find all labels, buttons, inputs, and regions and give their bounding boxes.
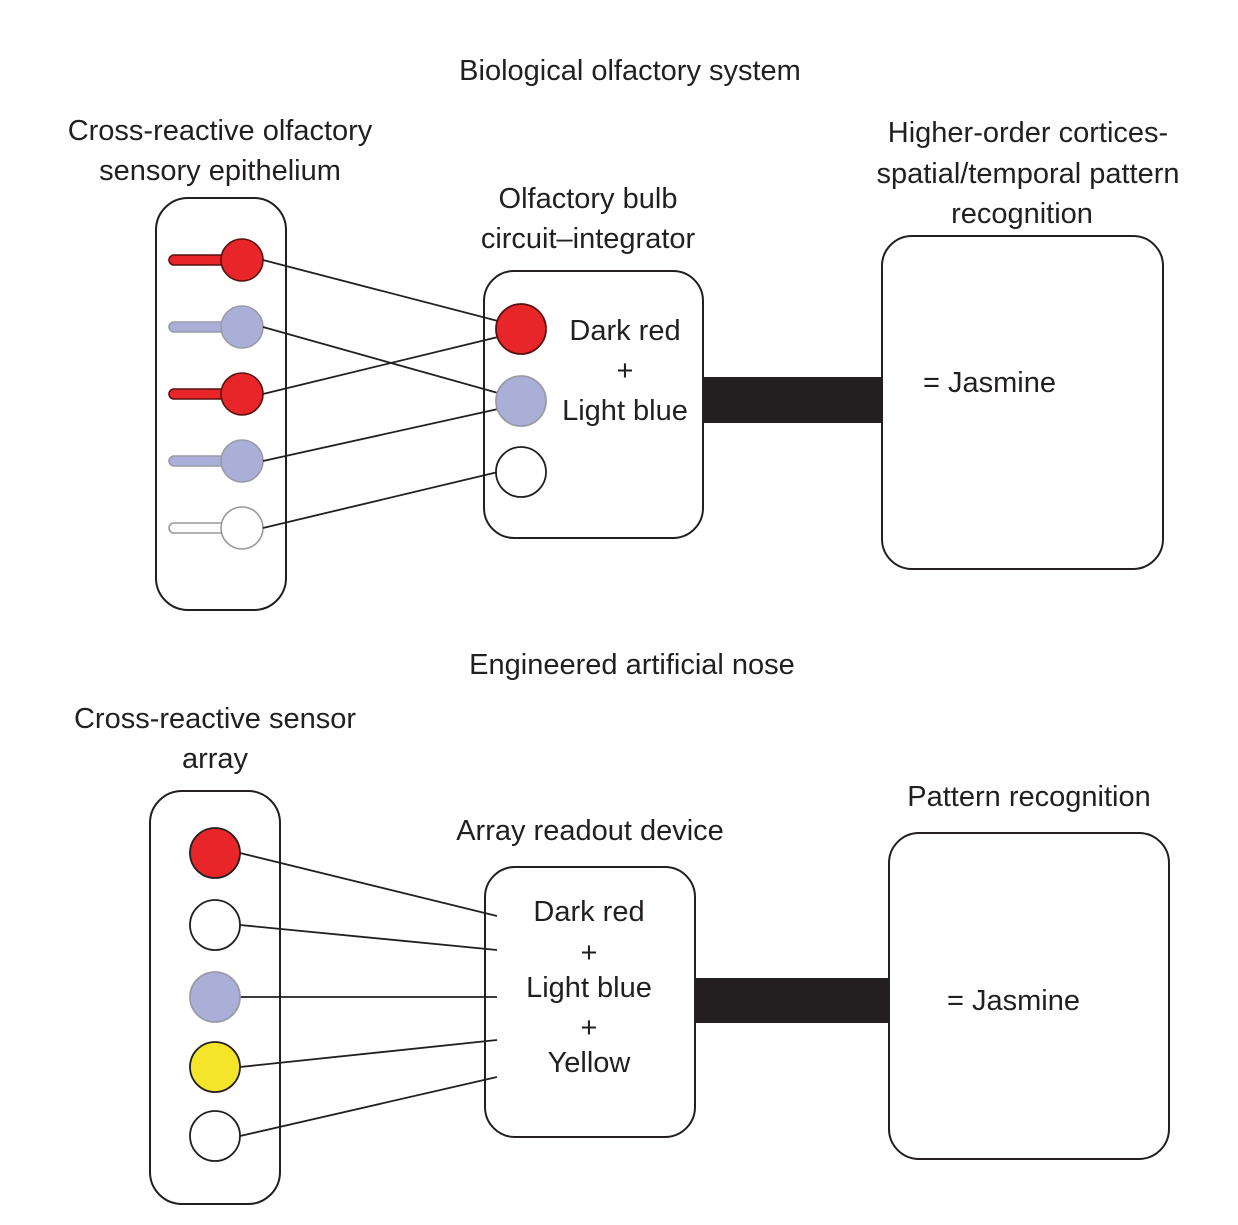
receptor-light-blue bbox=[168, 439, 264, 483]
sensor-to-readout-wire bbox=[239, 1039, 498, 1068]
receptor-head bbox=[220, 372, 264, 416]
receptor-to-glomerulus-wire bbox=[262, 408, 499, 462]
readout-text-line2: + bbox=[581, 937, 598, 969]
epithelium-box bbox=[155, 197, 287, 611]
bulb-label-line2: circuit–integrator bbox=[481, 223, 696, 255]
glomerulus-white bbox=[495, 446, 547, 498]
sensor-light-blue bbox=[189, 971, 241, 1023]
glomeruli-group bbox=[495, 303, 547, 498]
bulb-text-line3: Light blue bbox=[562, 395, 688, 427]
receptor-head bbox=[220, 238, 264, 282]
cortex-label-line2: spatial/temporal pattern bbox=[876, 158, 1179, 190]
cortex-label-line1: Higher-order cortices- bbox=[888, 117, 1168, 149]
sensor-group bbox=[189, 827, 241, 1162]
receptor-dark-red bbox=[168, 372, 264, 416]
epithelium-label-line2: sensory epithelium bbox=[99, 155, 341, 187]
readout-text-line4: + bbox=[581, 1012, 598, 1044]
bulb-text-line1: Dark red bbox=[569, 315, 680, 347]
cortex-label-line3: recognition bbox=[951, 198, 1093, 230]
cortex-box bbox=[881, 235, 1164, 570]
epithelium-label-line1: Cross-reactive olfactory bbox=[68, 115, 373, 147]
receptor-to-glomerulus-wire bbox=[262, 336, 499, 395]
receptor-to-glomerulus-wire bbox=[262, 326, 499, 394]
bulb-label-line1: Olfactory bulb bbox=[499, 183, 678, 215]
array-label-line2: array bbox=[182, 743, 249, 775]
eng-title: Engineered artificial nose bbox=[469, 649, 795, 681]
eng-result: = Jasmine bbox=[947, 985, 1080, 1017]
eng-thick-connector bbox=[695, 978, 889, 1023]
receptor-stalk bbox=[168, 321, 233, 333]
bio-result: = Jasmine bbox=[923, 367, 1056, 399]
readout-text-line1: Dark red bbox=[533, 896, 644, 928]
receptor-head bbox=[220, 439, 264, 483]
receptor-to-glomerulus-wire bbox=[262, 471, 499, 529]
sensor-to-readout-wire bbox=[239, 852, 498, 917]
receptor-dark-red bbox=[168, 238, 264, 282]
readout-text-line3: Light blue bbox=[526, 972, 652, 1004]
sensor-white bbox=[189, 899, 241, 951]
receptor-stalk bbox=[168, 254, 233, 266]
readout-label: Array readout device bbox=[456, 815, 724, 847]
sensor-dark-red bbox=[189, 827, 241, 879]
sensor-to-readout-wire bbox=[239, 924, 498, 951]
glomerulus-dark-red bbox=[495, 303, 547, 355]
sensor-to-readout-wire bbox=[239, 1076, 498, 1137]
receptor-head bbox=[220, 305, 264, 349]
recognition-box bbox=[888, 832, 1170, 1160]
eng-connection-group bbox=[239, 852, 498, 1137]
receptor-head bbox=[220, 506, 264, 550]
receptor-stalk bbox=[168, 522, 233, 534]
receptor-stalk bbox=[168, 388, 233, 400]
bio-title: Biological olfactory system bbox=[459, 55, 801, 87]
glomerulus-light-blue bbox=[495, 375, 547, 427]
bulb-text-line2: + bbox=[617, 355, 634, 387]
bio-connection-group bbox=[262, 259, 499, 529]
array-label-line1: Cross-reactive sensor bbox=[74, 703, 356, 735]
receptor-stalk bbox=[168, 455, 233, 467]
bio-thick-connector bbox=[703, 377, 883, 423]
sensor-yellow bbox=[189, 1041, 241, 1093]
receptor-group bbox=[168, 238, 264, 550]
sensor-white bbox=[189, 1110, 241, 1162]
receptor-to-glomerulus-wire bbox=[262, 259, 499, 322]
readout-text-line5: Yellow bbox=[548, 1047, 632, 1079]
recognition-label: Pattern recognition bbox=[907, 781, 1150, 813]
